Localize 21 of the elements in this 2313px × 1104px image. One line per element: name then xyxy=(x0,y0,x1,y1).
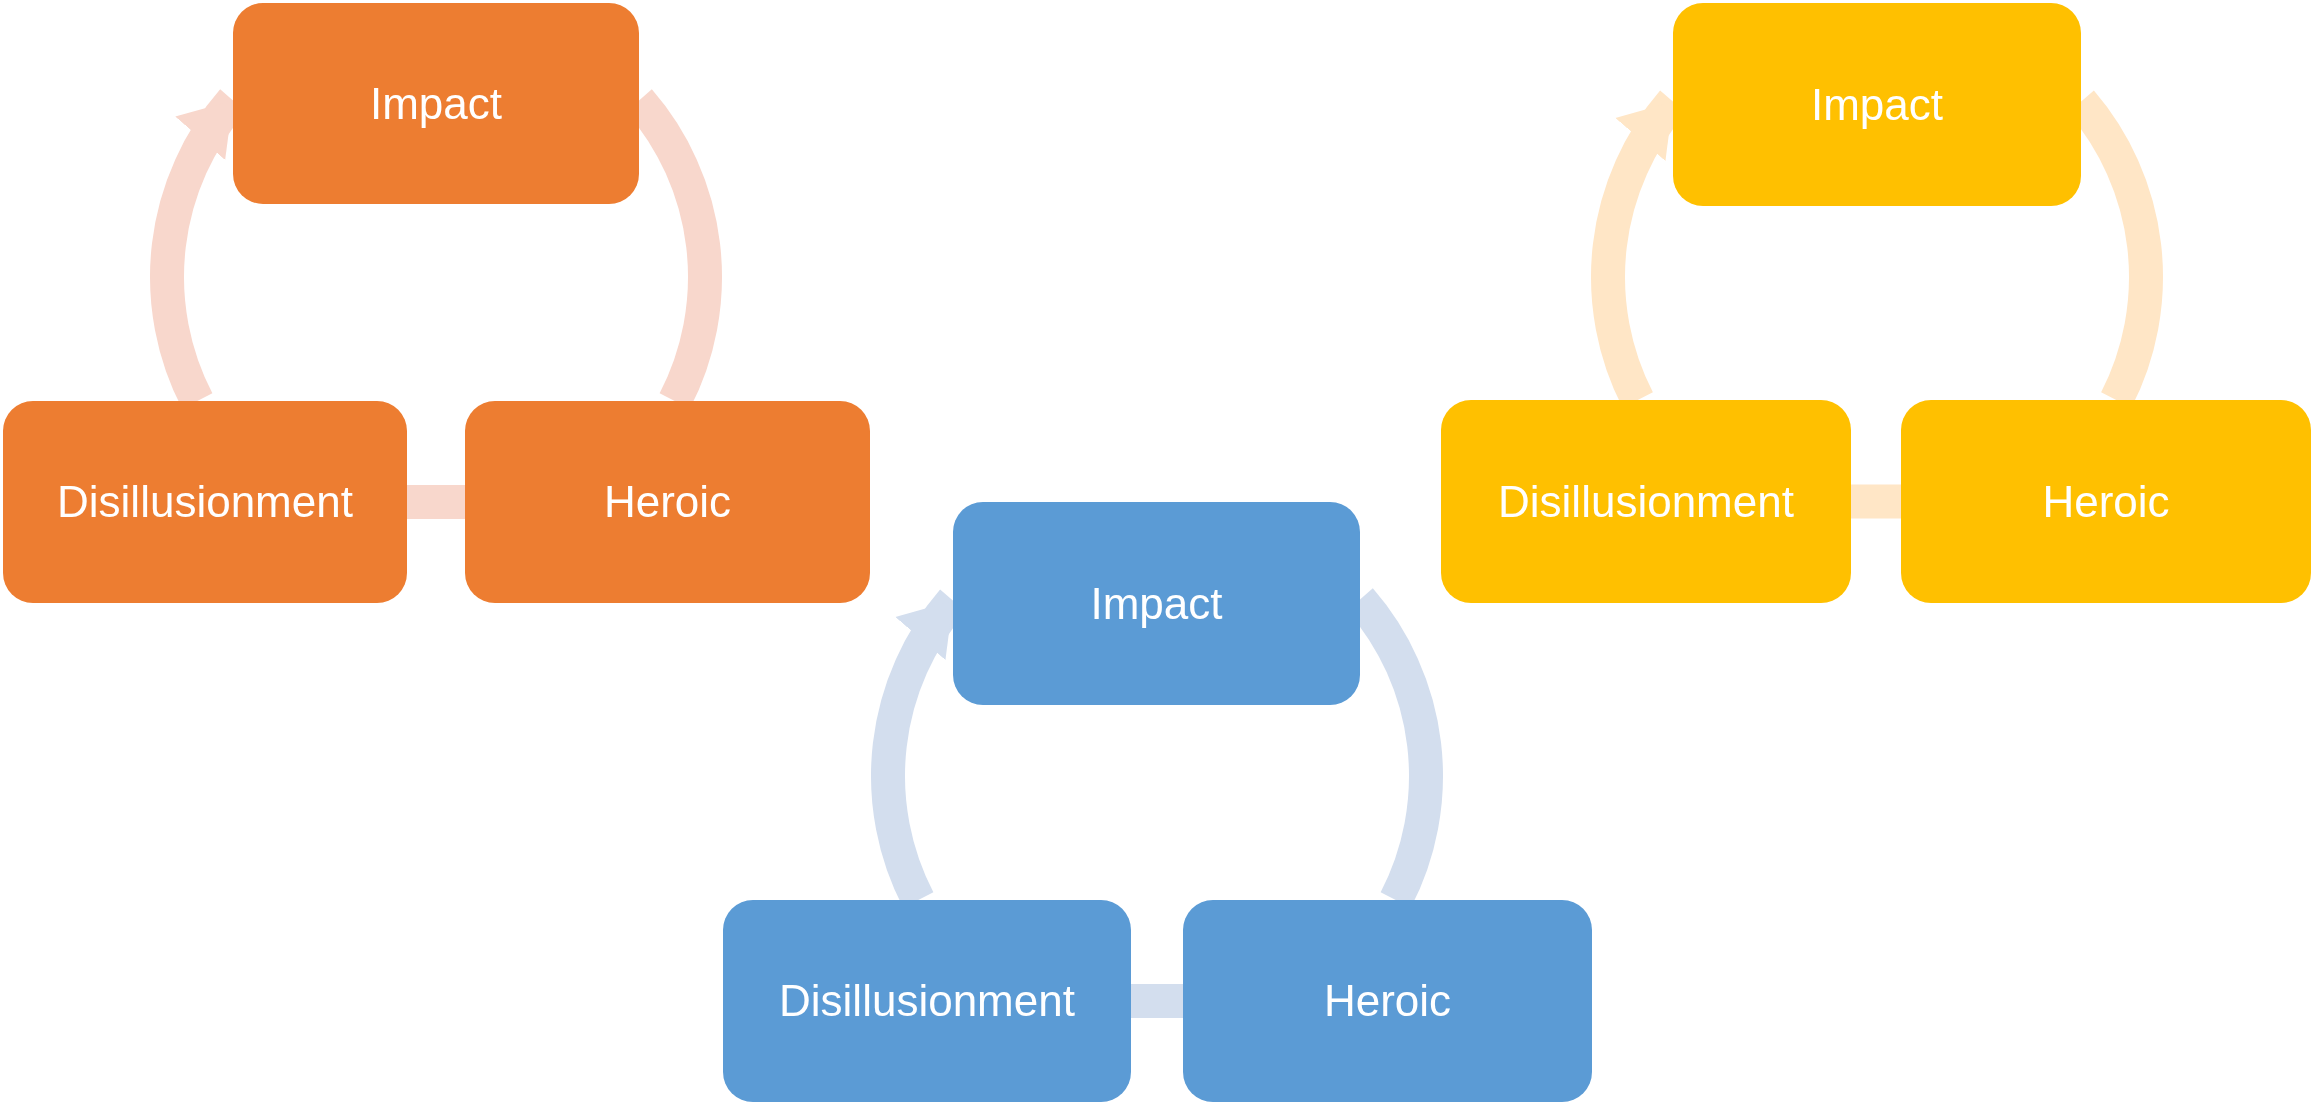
box-label: Impact xyxy=(1090,578,1223,629)
process-box xyxy=(1673,3,2081,206)
connector-band xyxy=(1131,984,1183,1018)
box-label: Heroic xyxy=(603,477,732,527)
process-box xyxy=(953,502,1360,705)
process-box xyxy=(1441,400,1851,603)
connector-band xyxy=(1851,484,1901,519)
box-label: Impact xyxy=(1810,79,1943,130)
box-label: Disillusionment xyxy=(779,976,1075,1026)
box-label: Disillusionment xyxy=(57,477,353,527)
box-label: Impact xyxy=(369,78,502,129)
box-label: Disillusionment xyxy=(1498,476,1794,527)
process-box xyxy=(1183,900,1592,1102)
process-box xyxy=(723,900,1131,1102)
box-label: Heroic xyxy=(1323,976,1452,1026)
process-box xyxy=(465,401,870,603)
process-box xyxy=(233,3,639,204)
box-label: Heroic xyxy=(2042,476,2170,527)
process-box xyxy=(3,401,407,603)
process-box xyxy=(1901,400,2311,603)
connector-band xyxy=(407,485,465,519)
